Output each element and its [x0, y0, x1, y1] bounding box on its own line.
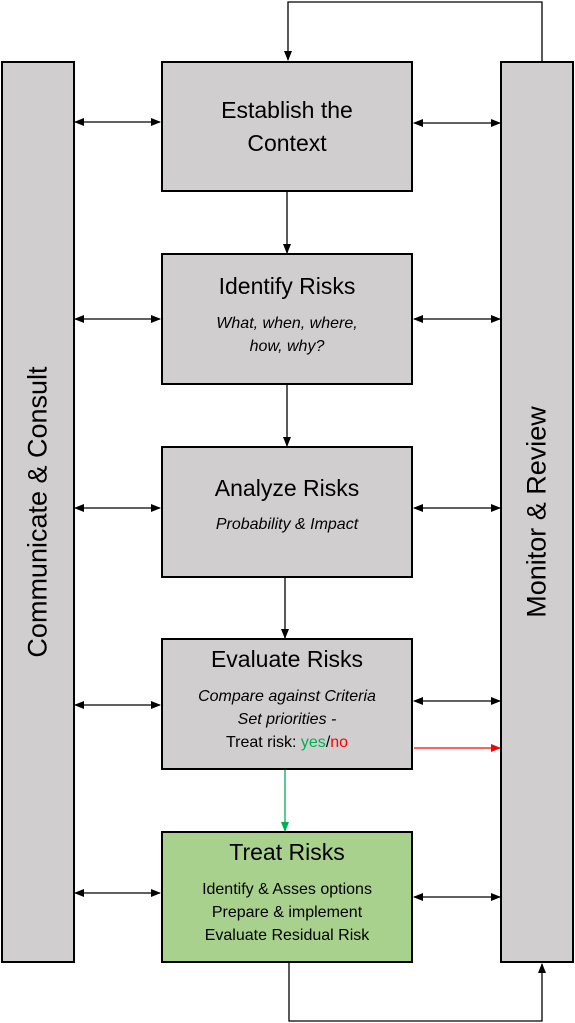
- treat-no-label: no: [330, 734, 349, 751]
- identify-risks-box: Identify Risks What, when, where, how, w…: [161, 253, 413, 385]
- monitor-review-label: Monitor & Review: [521, 406, 552, 618]
- evaluate-risks-criteria: Compare against Criteria: [198, 688, 376, 705]
- establish-context-box: Establish the Context: [161, 61, 413, 192]
- evaluate-risks-box: Evaluate Risks Compare against Criteria …: [161, 638, 413, 770]
- treat-slash: /: [325, 734, 331, 751]
- identify-risks-title: Identify Risks: [218, 273, 356, 299]
- communicate-consult-label: Communicate & Consult: [22, 366, 53, 658]
- treat-risks-implement: Prepare & implement: [211, 904, 363, 921]
- establish-context-title-line2: Context: [247, 130, 327, 156]
- analyze-risks-subtitle: Probability & Impact: [215, 516, 359, 533]
- evaluate-risks-treat-decision: Treat risk: yes/no: [163, 731, 411, 754]
- communicate-consult-column: Communicate & Consult: [1, 61, 75, 963]
- monitor-review-column: Monitor & Review: [500, 61, 574, 963]
- establish-context-title-line1: Establish the: [221, 97, 353, 123]
- treat-yes-label: yes: [300, 734, 326, 751]
- identify-risks-questions-line2: how, why?: [249, 338, 325, 355]
- treat-risks-residual: Evaluate Residual Risk: [204, 927, 370, 944]
- top-loop-connector: [284, 1, 543, 62]
- treat-risks-options: Identify & Asses options: [202, 881, 372, 898]
- bottom-loop-connector: [288, 962, 546, 1022]
- evaluate-risks-priorities: Set priorities -: [237, 711, 337, 728]
- analyze-risks-box: Analyze Risks Probability & Impact: [161, 446, 413, 578]
- treat-risks-title: Treat Risks: [229, 839, 345, 865]
- treat-risks-box: Treat Risks Identify & Asses options Pre…: [161, 831, 413, 963]
- evaluate-risks-title: Evaluate Risks: [210, 646, 364, 672]
- analyze-risks-title: Analyze Risks: [214, 475, 360, 501]
- treat-risk-prefix: Treat risk:: [225, 734, 301, 751]
- identify-risks-questions-line1: What, when, where,: [216, 315, 358, 332]
